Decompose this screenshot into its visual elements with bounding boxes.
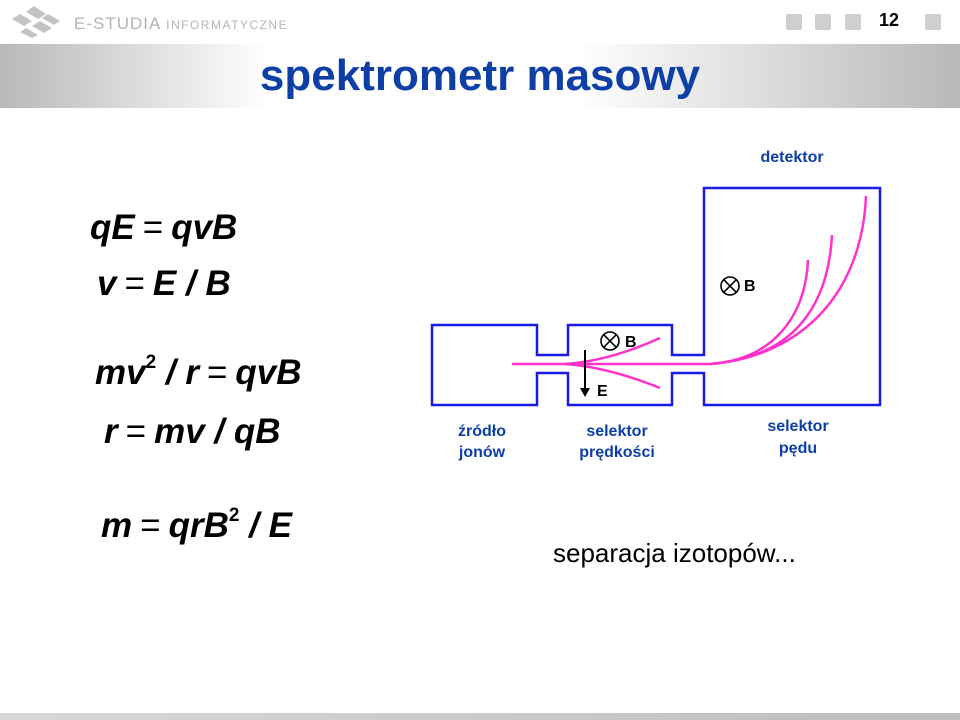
- ion-beam-deflect-down: [564, 362, 661, 390]
- ion-beam-deflect-up: [564, 336, 661, 366]
- label-velocity-line2: prędkości: [579, 444, 655, 461]
- eq2-op: =: [124, 264, 145, 303]
- eq3-rhs: qvB: [235, 353, 302, 392]
- label-source-line2: jonów: [458, 444, 506, 461]
- mass-spectrometer-diagram: detektor B B E źródło jonów selektor prę…: [430, 149, 882, 461]
- logo-main: E-STUDIA: [74, 14, 161, 33]
- source-chamber: [430, 186, 882, 407]
- equation-4: r=mv / qB: [104, 412, 281, 452]
- eq5-rhs-exponent: 2: [228, 505, 240, 526]
- page-title: spektrometr masowy: [259, 51, 701, 100]
- label-b-velocity: B: [625, 334, 637, 351]
- nav-last-button[interactable]: [925, 14, 941, 30]
- label-detector: detektor: [760, 149, 823, 166]
- eq5-rhs-tail: / E: [239, 506, 292, 545]
- equation-3: mv2 / r=qvB: [95, 352, 302, 393]
- eq3-lhs-tail: / r: [156, 353, 199, 392]
- ion-trajectory-large-radius: [709, 195, 868, 366]
- eq3-op: =: [206, 353, 228, 392]
- equation-5: m=qrB2 / E: [101, 505, 292, 546]
- logo-icon: [12, 6, 60, 38]
- label-momentum-line2: pędu: [779, 440, 817, 457]
- eq1-lhs: qE: [90, 208, 135, 247]
- eq2-rhs: E / B: [152, 264, 231, 303]
- label-b-momentum: B: [744, 278, 756, 295]
- b-field-symbol-momentum: [720, 276, 740, 296]
- equation-2: v=E / B: [97, 264, 231, 304]
- e-field-arrow: [580, 350, 590, 397]
- nav-first-button[interactable]: [786, 14, 802, 30]
- label-velocity-line1: selektor: [586, 423, 647, 440]
- bottom-bar: [0, 713, 960, 720]
- ion-trajectory-medium-radius: [709, 234, 834, 366]
- eq3-lhs-exponent: 2: [145, 352, 157, 373]
- eq2-lhs: v: [97, 264, 117, 303]
- equation-1: qE=qvB: [90, 208, 237, 248]
- b-field-symbol-velocity: [600, 331, 620, 351]
- logo: E-STUDIA INFORMATYCZNE: [12, 4, 287, 38]
- eq1-op: =: [142, 208, 164, 247]
- label-source-line1: źródło: [458, 423, 506, 440]
- eq4-lhs: r: [104, 412, 118, 451]
- eq4-rhs: mv / qB: [154, 412, 281, 451]
- logo-sub: INFORMATYCZNE: [166, 18, 289, 32]
- ion-trajectory-small-radius: [709, 259, 810, 366]
- label-momentum-line1: selektor: [767, 418, 828, 435]
- eq1-rhs: qvB: [171, 208, 238, 247]
- eq5-op: =: [140, 506, 161, 545]
- eq5-lhs: m: [101, 506, 133, 545]
- page-number: 12: [878, 10, 900, 30]
- eq4-op: =: [125, 412, 147, 451]
- label-e: E: [597, 383, 608, 400]
- eq5-rhs-base: qrB: [168, 506, 229, 545]
- eq3-lhs-base: mv: [95, 353, 146, 392]
- nav-prev-button[interactable]: [815, 14, 831, 30]
- logo-text: E-STUDIA INFORMATYCZNE: [74, 14, 288, 34]
- nav-next-button[interactable]: [845, 14, 861, 30]
- title-bar: [0, 44, 960, 108]
- caption: separacja izotopów...: [553, 538, 796, 568]
